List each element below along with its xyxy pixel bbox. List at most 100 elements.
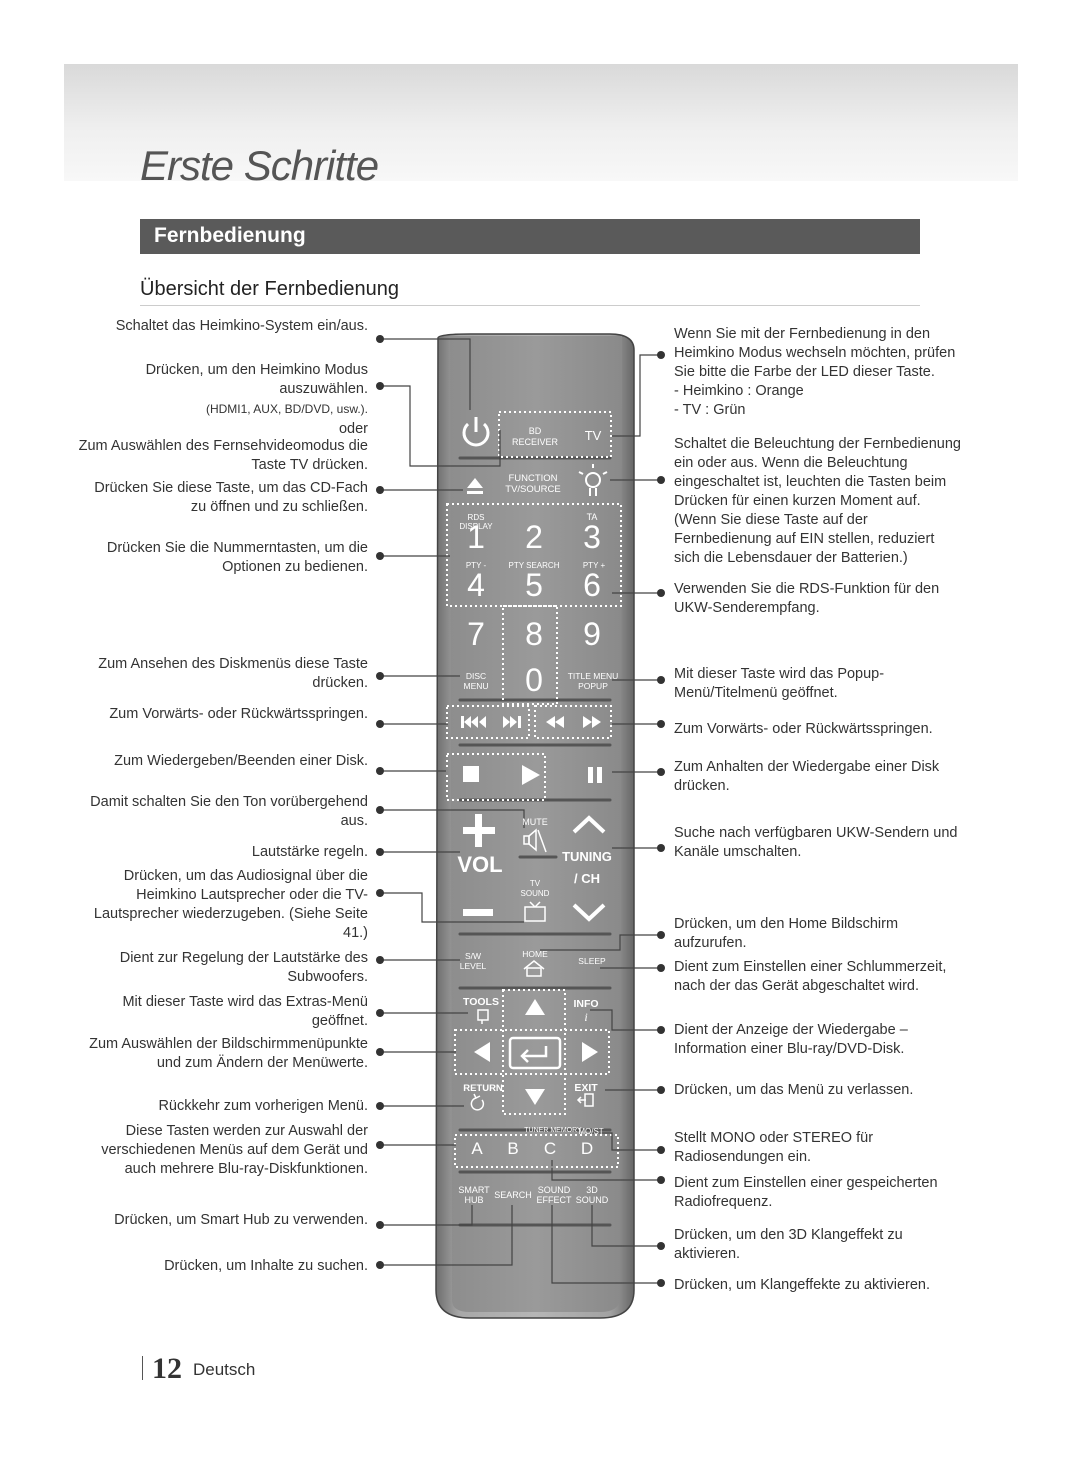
return-icon bbox=[470, 1093, 485, 1111]
label-mono-stereo: Stellt MONO oder STEREO für Radiosendung… bbox=[674, 1130, 874, 1165]
label-tools: Mit dieser Taste wird das Extras-Menü ge… bbox=[122, 994, 368, 1029]
page-language: Deutsch bbox=[193, 1360, 256, 1379]
pause-icon bbox=[588, 767, 602, 783]
key-9: 9 bbox=[583, 616, 601, 652]
key-tv-sound-tv-label: TV bbox=[529, 879, 541, 888]
label-sleep: Dient zum Einstellen einer Schlummerzeit… bbox=[674, 959, 947, 994]
label-eject: Drücken Sie diese Taste, um das CD-Fach … bbox=[94, 480, 368, 515]
key-tuning-label: TUNING bbox=[562, 849, 612, 864]
channel-down-icon bbox=[572, 903, 606, 922]
key-level-label: LEVEL bbox=[459, 961, 487, 971]
rewind-icon bbox=[546, 716, 564, 728]
label-3d-sound: Drücken, um den 3D Klangeffekt zu aktivi… bbox=[674, 1227, 903, 1262]
key-effect-label: EFFECT bbox=[536, 1195, 572, 1205]
tools-icon bbox=[477, 1009, 489, 1024]
key-mo-st-label: MO/ST bbox=[578, 1127, 604, 1136]
key-disc-menu-label: MENU bbox=[463, 681, 489, 691]
key-3: 3 bbox=[583, 519, 601, 555]
label-mute: Damit schalten Sie den Ton vorübergehend… bbox=[90, 794, 368, 829]
nav-left-icon bbox=[474, 1042, 490, 1062]
section-title: Fernbedienung bbox=[154, 224, 306, 247]
label-return: Rückkehr zum vorherigen Menü. bbox=[158, 1098, 368, 1114]
skip-forward-icon bbox=[503, 716, 521, 728]
volume-up-icon bbox=[463, 814, 495, 847]
key-disc-label: DISC bbox=[465, 671, 487, 681]
key-c: C bbox=[543, 1139, 557, 1158]
key-pty-minus-label: PTY - bbox=[465, 561, 487, 570]
label-led-green: - TV : Grün bbox=[674, 402, 746, 418]
key-5: 5 bbox=[525, 567, 543, 603]
enter-icon bbox=[508, 1036, 562, 1070]
key-sw-label: S/W bbox=[464, 951, 482, 961]
label-tuning: Suche nach verfügbaren UKW-Sendern und K… bbox=[674, 825, 958, 860]
chapter-banner bbox=[64, 64, 1018, 181]
key-mute-label: MUTE bbox=[522, 817, 548, 827]
key-d: D bbox=[580, 1139, 594, 1158]
section-bar bbox=[140, 219, 920, 254]
key-ta-label: TA bbox=[586, 512, 598, 522]
label-tv-led: Wenn Sie mit der Fernbedienung in den He… bbox=[674, 326, 956, 380]
skip-back-icon bbox=[461, 716, 486, 728]
key-b: B bbox=[507, 1139, 519, 1158]
label-sources: (HDMI1, AUX, BD/DVD, usw.). bbox=[205, 402, 368, 416]
label-skip-right: Zum Vorwärts- oder Rückwärtsspringen. bbox=[674, 721, 933, 737]
label-navigation: Zum Auswählen der Bildschirmmenüpunkte u… bbox=[89, 1036, 368, 1071]
label-disc-menu: Zum Ansehen des Diskmenüs diese Taste dr… bbox=[98, 656, 368, 691]
key-2: 2 bbox=[525, 519, 543, 555]
key-3d-label: 3D bbox=[586, 1185, 598, 1195]
stop-icon bbox=[463, 766, 479, 782]
label-pause: Zum Anhalten der Wiedergabe einer Disk d… bbox=[674, 759, 940, 794]
exit-icon bbox=[576, 1093, 594, 1107]
key-tv-label: TV bbox=[584, 428, 602, 443]
key-return-label: RETURN bbox=[463, 1083, 503, 1094]
key-4: 4 bbox=[467, 567, 485, 603]
label-rds: Verwenden Sie die RDS-Funktion für den U… bbox=[674, 581, 940, 616]
label-volume: Lautstärke regeln. bbox=[251, 844, 368, 860]
key-info-label: INFO bbox=[573, 998, 599, 1010]
key-exit-label: EXIT bbox=[574, 1082, 598, 1094]
fast-forward-icon bbox=[583, 716, 601, 728]
play-icon bbox=[522, 765, 540, 785]
callout-dots bbox=[376, 335, 665, 1287]
label-info: Dient der Anzeige der Wiedergabe – Infor… bbox=[674, 1022, 908, 1057]
key-6: 6 bbox=[583, 567, 601, 603]
eject-icon bbox=[467, 478, 483, 494]
label-number-keys: Drücken Sie die Nummerntasten, um die Op… bbox=[106, 540, 368, 575]
label-tv-mode: Zum Auswählen des Fernsehvideomodus die … bbox=[78, 438, 368, 473]
light-bulb-icon bbox=[578, 464, 608, 496]
tv-sound-icon bbox=[524, 901, 546, 922]
subsection-rule bbox=[140, 305, 920, 306]
key-sleep-label: SLEEP bbox=[578, 956, 606, 966]
volume-down-icon bbox=[463, 909, 493, 916]
label-play-stop: Zum Wiedergeben/Beenden einer Disk. bbox=[114, 753, 368, 769]
label-home: Drücken, um den Home Bildschirm aufzuruf… bbox=[674, 916, 899, 951]
label-power: Schaltet das Heimkino-System ein/aus. bbox=[115, 318, 368, 334]
key-rds-display-label: RDS DISPLAY bbox=[459, 513, 493, 531]
label-popup-menu: Mit dieser Taste wird das Popup-Menü/Tit… bbox=[674, 666, 885, 701]
key-a: A bbox=[471, 1139, 483, 1158]
nav-up-icon bbox=[525, 999, 545, 1015]
key-sound-effect-sound-label: SOUND bbox=[537, 1185, 571, 1195]
key-receiver-label: RECEIVER bbox=[511, 437, 558, 447]
key-tv-source-label: TV/SOURCE bbox=[505, 484, 561, 495]
key-function-label: FUNCTION bbox=[508, 473, 558, 484]
label-sound-effect: Drücken, um Klangeffekte zu aktivieren. bbox=[674, 1277, 931, 1293]
info-icon: i bbox=[584, 1010, 588, 1024]
key-hub-label: HUB bbox=[464, 1195, 484, 1205]
key-tv-sound-label: SOUND bbox=[520, 889, 550, 898]
label-tuner-memory: Dient zum Einstellen einer gespeicherten… bbox=[674, 1175, 938, 1210]
grooves bbox=[458, 456, 612, 1227]
page-number-divider bbox=[142, 1356, 143, 1380]
home-icon bbox=[523, 960, 545, 977]
label-smart-hub: Drücken, um Smart Hub zu verwenden. bbox=[114, 1212, 368, 1228]
label-exit: Drücken, um das Menü zu verlassen. bbox=[674, 1082, 914, 1098]
key-bd-label: BD bbox=[528, 426, 542, 436]
key-home-label: HOME bbox=[522, 949, 548, 959]
key-ch-label: / CH bbox=[574, 871, 600, 886]
power-icon bbox=[462, 417, 490, 447]
key-8: 8 bbox=[525, 616, 543, 652]
label-or: oder bbox=[338, 421, 368, 437]
key-pty-plus-label: PTY + bbox=[582, 561, 606, 570]
label-receiver-mode: Drücken, um den Heimkino Modus auszuwähl… bbox=[145, 362, 368, 397]
